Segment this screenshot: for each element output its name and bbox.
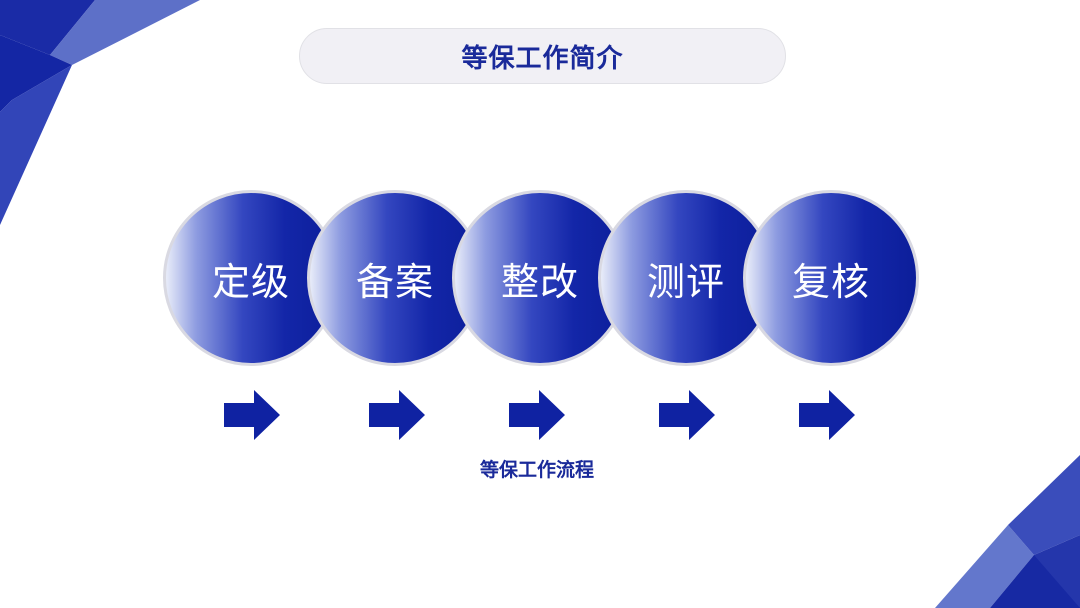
arrow-right-icon (369, 390, 425, 440)
arrow-right-icon (659, 390, 715, 440)
step-label: 测评 (646, 259, 725, 304)
step-circle-evaluation: 测评 (598, 190, 774, 366)
step-circle-review: 复核 (743, 190, 919, 366)
arrow-right-icon (224, 390, 280, 440)
step-label: 复核 (791, 259, 870, 304)
step-label: 定级 (211, 259, 290, 304)
arrow-right-icon (799, 390, 855, 440)
step-label: 整改 (500, 259, 579, 304)
title-pill: 等保工作简介 (299, 28, 786, 84)
bottom-right-polygon-decoration (935, 455, 1080, 608)
top-left-polygon-decoration (0, 0, 200, 225)
arrow-right-icon (509, 390, 565, 440)
process-caption: 等保工作流程 (479, 459, 594, 481)
page-title: 等保工作简介 (461, 43, 624, 74)
step-label: 备案 (355, 259, 434, 304)
